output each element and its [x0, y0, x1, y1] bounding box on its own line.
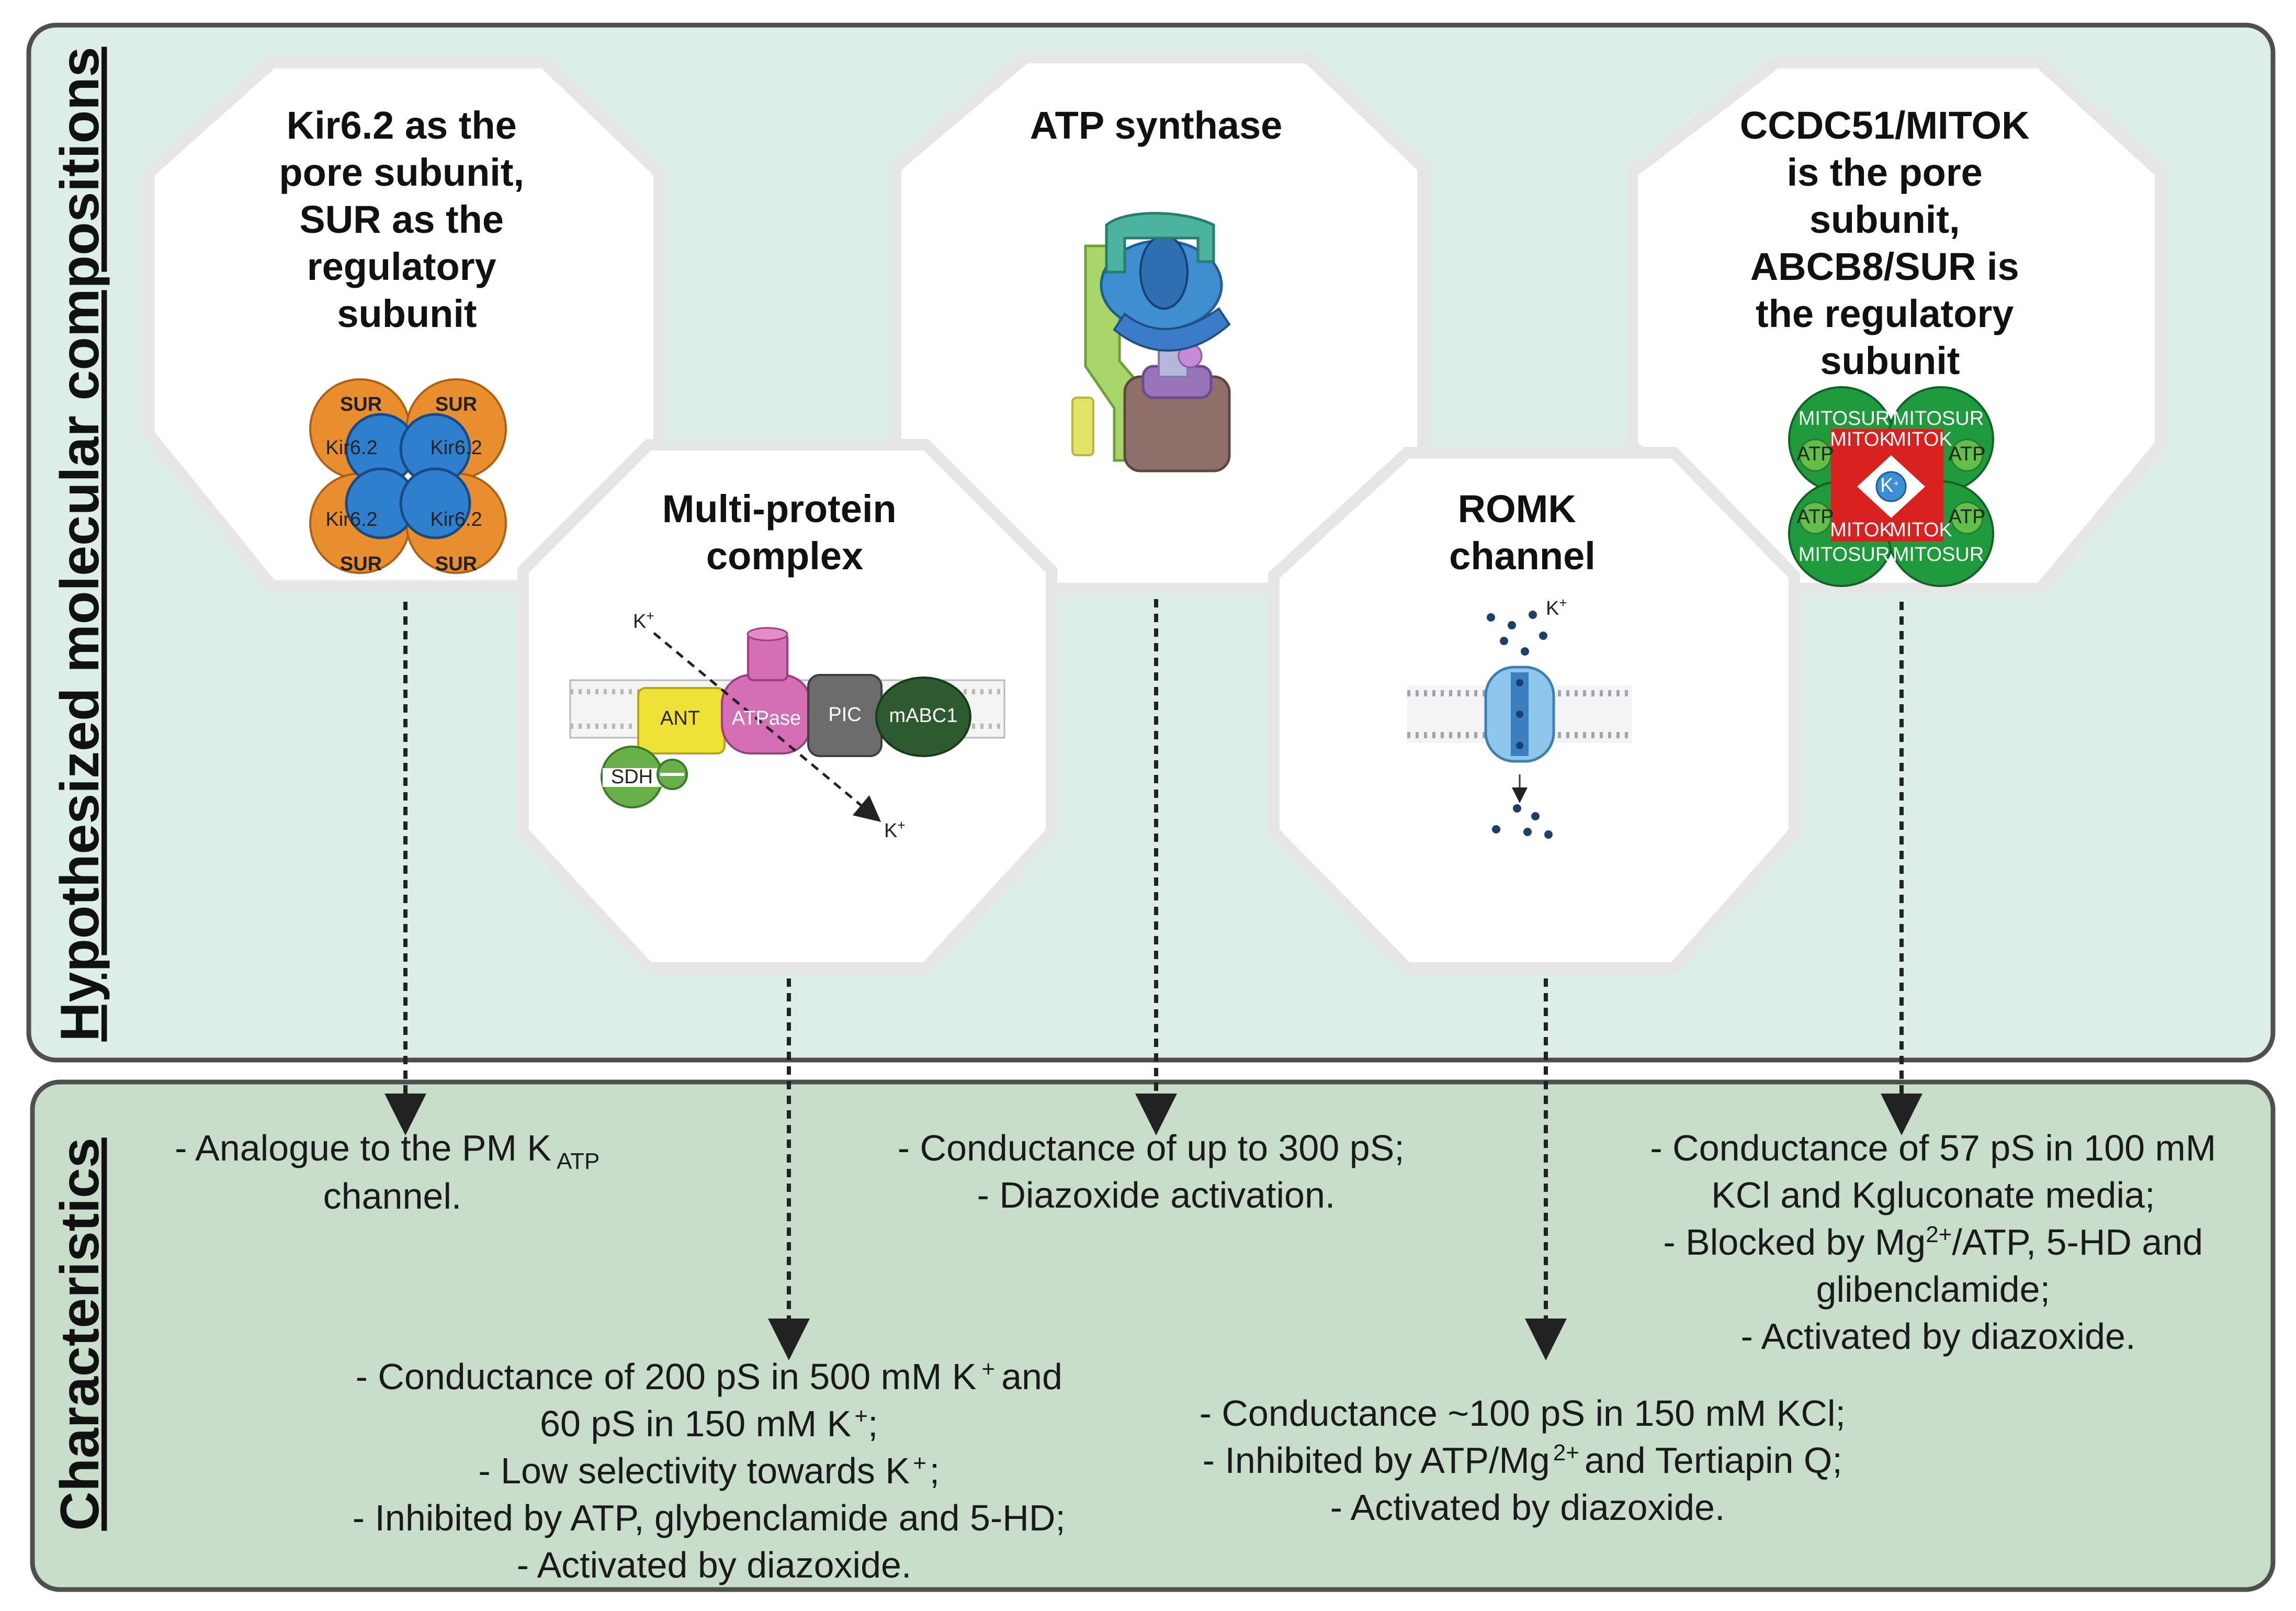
kir-sur-channel-figure: SUR SUR SUR SUR Kir6.2 Kir6.2 Kir6.2 Kir… [309, 378, 507, 575]
atp-label: ATP [1796, 506, 1834, 528]
atpase-label: ATPase [732, 707, 801, 729]
characteristics-romk: - Conductance ~100 pS in 150 mM KCl; - I… [1200, 1393, 1856, 1528]
mitok-label: MITOK [1830, 429, 1893, 450]
k-in-label: K+ [633, 608, 654, 633]
mitosur-label: MITOSUR [1799, 408, 1890, 430]
kir-label: Kir6.2 [325, 509, 377, 531]
kir-label: Kir6.2 [430, 437, 482, 459]
title-atp: ATP synthase [1030, 104, 1283, 147]
k-ion-label: K+ [1880, 475, 1899, 497]
mitok-label: MITOK [1830, 519, 1893, 541]
title-kir: Kir6.2 as the pore subunit, SUR as the r… [279, 104, 535, 335]
mitosur-label: MITOSUR [1893, 408, 1984, 430]
atp-label: ATP [1948, 506, 1985, 528]
multi-protein-complex-figure: ANT ATPase PIC mABC1 SDH K+ K+ [569, 608, 1005, 842]
characteristics-mitok: - Conductance of 57 pS in 100 mM KCl and… [1650, 1128, 2226, 1357]
characteristics-panel [30, 1079, 2276, 1592]
characteristics-multi: - Conductance of 200 pS in 500 mM K+and … [353, 1356, 1076, 1585]
atp-label: ATP [1796, 443, 1834, 465]
octagon-mitok [1626, 57, 2166, 594]
sur-label: SUR [435, 553, 477, 575]
atp-synthase-figure [1071, 212, 1231, 472]
title-romk: ROMK channel [1449, 487, 1596, 578]
k-out-label: K+ [884, 817, 906, 842]
romk-channel-figure: K+ [1407, 595, 1632, 839]
title-mitok: CCDC51/MITOK is the pore subunit, ABCB8/… [1740, 104, 2040, 382]
sur-label: SUR [340, 393, 382, 415]
kir-label: Kir6.2 [430, 509, 482, 531]
pic-label: PIC [828, 704, 861, 726]
ant-label: ANT [660, 707, 700, 729]
k-ion-label: K+ [1546, 595, 1567, 619]
kir-label: Kir6.2 [325, 437, 377, 459]
sur-label: SUR [340, 553, 382, 575]
sur-label: SUR [435, 393, 477, 415]
mitosur-label: MITOSUR [1893, 544, 1984, 566]
mitok-channel-figure: MITOSUR MITOSUR MITOSUR MITOSUR MITOK MI… [1788, 386, 1994, 587]
mitok-label: MITOK [1890, 429, 1952, 450]
mabc1-label: mABC1 [889, 705, 958, 727]
compositions-panel-label: Hypothesized molecular compositions [50, 47, 110, 1041]
mitok-label: MITOK [1890, 519, 1952, 541]
title-multi: Multi-protein complex [662, 487, 908, 578]
characteristics-atp: - Conductance of up to 300 pS; - Diazoxi… [898, 1128, 1415, 1215]
atp-label: ATP [1948, 443, 1985, 465]
characteristics-panel-label: Characteristics [50, 1137, 110, 1531]
sdh-label: SDH [611, 766, 653, 788]
mitosur-label: MITOSUR [1799, 544, 1890, 566]
